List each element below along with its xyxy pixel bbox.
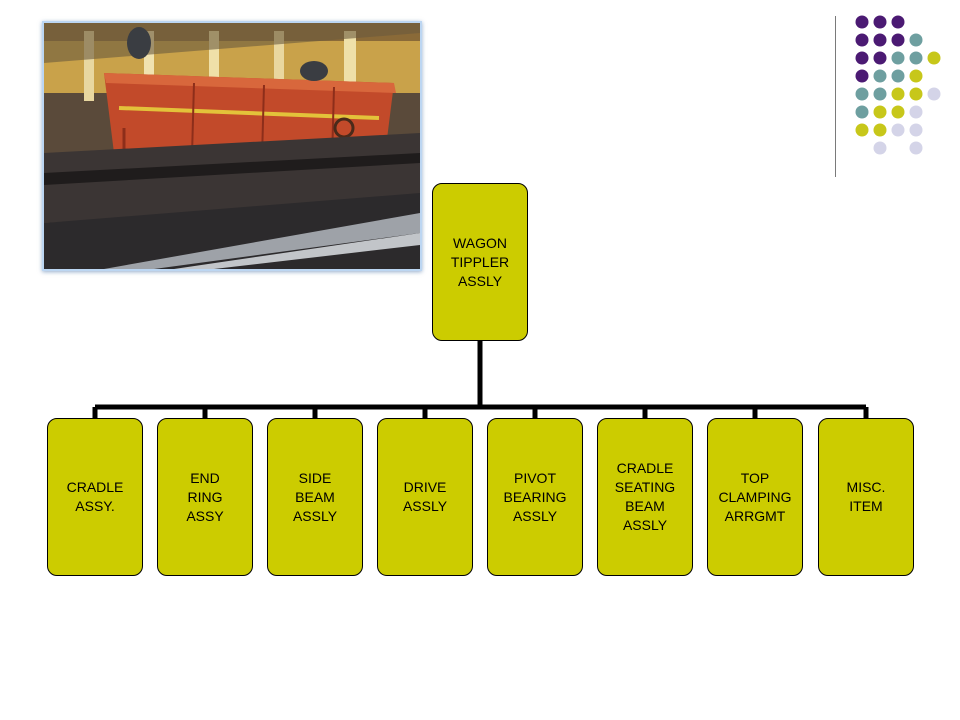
photo-illustration xyxy=(44,23,420,269)
child-node-label: END RING ASSY xyxy=(186,469,224,524)
child-node-label: MISC. ITEM xyxy=(846,479,886,514)
child-node-top-clamping: TOP CLAMPING ARRGMT xyxy=(707,418,803,576)
divider-line xyxy=(835,16,836,177)
child-node-drive: DRIVE ASSLY xyxy=(377,418,473,576)
wagon-tippler-photo xyxy=(42,21,422,271)
child-node-cradle: CRADLE ASSY. xyxy=(47,418,143,576)
child-node-label: TOP CLAMPING ARRGMT xyxy=(718,469,792,524)
child-node-label: PIVOT BEARING ASSLY xyxy=(503,469,567,524)
root-node-label: WAGON TIPPLER ASSLY xyxy=(450,234,510,289)
child-node-label: SIDE BEAM ASSLY xyxy=(292,469,338,524)
child-node-side-beam: SIDE BEAM ASSLY xyxy=(267,418,363,576)
child-node-pivot-bearing: PIVOT BEARING ASSLY xyxy=(487,418,583,576)
child-node-misc-item: MISC. ITEM xyxy=(818,418,914,576)
root-node: WAGON TIPPLER ASSLY xyxy=(432,183,528,341)
child-node-cradle-seating-beam: CRADLE SEATING BEAM ASSLY xyxy=(597,418,693,576)
child-node-end-ring: END RING ASSY xyxy=(157,418,253,576)
child-node-label: CRADLE ASSY. xyxy=(66,479,124,514)
child-node-label: DRIVE ASSLY xyxy=(402,479,448,514)
child-node-label: CRADLE SEATING BEAM ASSLY xyxy=(614,460,676,533)
